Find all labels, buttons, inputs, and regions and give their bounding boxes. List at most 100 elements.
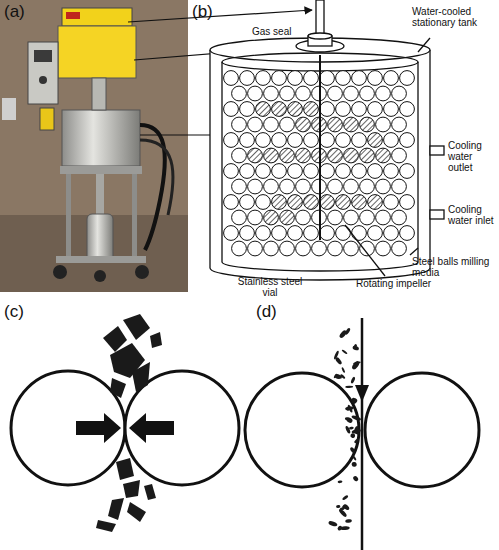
flake [336,505,341,508]
force-arrow [129,413,174,443]
flake [351,360,361,371]
steel-ball [288,226,303,241]
hose [140,125,165,250]
steel-ball [392,241,407,256]
frame-leg [132,174,137,259]
flake [351,462,357,468]
steel-ball [232,148,247,163]
steel-ball [288,164,303,179]
impeller-ball [368,195,383,210]
steel-ball [336,102,351,117]
steel-ball [368,102,383,117]
steel-ball [248,117,263,132]
steel-ball [256,226,271,241]
gas-seal [308,33,332,39]
flake [345,386,353,388]
leader-line [345,225,385,276]
flake [353,361,361,365]
flake [328,520,338,527]
impeller-ball [328,148,343,163]
steel-ball [376,210,391,225]
caster [135,265,149,279]
steel-ball [224,164,239,179]
flake [341,349,347,354]
steel-ball [352,102,367,117]
steel-ball [248,86,263,101]
steel-ball [264,179,279,194]
steel-ball [232,179,247,194]
particle [150,332,162,348]
steel-ball [344,241,359,256]
particle [123,314,150,340]
steel-ball [264,117,279,132]
flake [334,374,341,380]
steel-ball [368,226,383,241]
impeller-ball [280,148,295,163]
steel-ball [232,241,247,256]
steel-ball [392,210,407,225]
steel-ball [392,86,407,101]
steel-ball [304,226,319,241]
photo-background [0,0,188,292]
outlet-pipe [430,146,444,155]
part-label: Water-cooled stationary tank [412,6,496,28]
impeller-ball [304,102,319,117]
leader-line [418,38,430,52]
roll [245,373,359,487]
flake [338,329,347,339]
steel-ball [224,195,239,210]
steel-ball [384,102,399,117]
impeller-ball [352,195,367,210]
part-label: Cooling water inlet [448,204,498,226]
steel-ball [224,102,239,117]
shaft-housing [92,78,106,110]
wall-panel [2,98,16,120]
particles [328,327,362,531]
meter [40,108,54,130]
impeller-ball [360,148,375,163]
knob [39,76,47,84]
outlet-pipe [96,174,104,214]
steel-ball [296,86,311,101]
base-frame [56,256,146,263]
steel-ball [320,133,335,148]
flake [340,507,345,510]
impeller-ball [336,195,351,210]
particle [144,484,156,500]
steel-ball [360,86,375,101]
steel-ball [400,226,415,241]
impeller-ball [376,148,391,163]
flake [337,525,343,531]
steel-ball [288,133,303,148]
impeller-ball [296,148,311,163]
flake [335,356,343,365]
flake [351,415,361,422]
vessel [62,110,140,166]
steel-ball [232,210,247,225]
steel-ball [376,179,391,194]
steel-ball [280,241,295,256]
steel-ball [384,164,399,179]
steel-ball [368,164,383,179]
steel-ball [360,210,375,225]
steel-ball [312,241,327,256]
steel-ball [272,226,287,241]
flake [352,475,359,482]
flake [351,398,358,405]
steel-ball [272,164,287,179]
steel-ball [232,86,247,101]
hose [140,140,173,215]
flake [354,425,360,432]
steel-ball [232,117,247,132]
steel-ball [336,164,351,179]
steel-ball [240,195,255,210]
roll [365,373,479,487]
frame [60,166,142,174]
steel-ball [328,210,343,225]
steel-ball [336,71,351,86]
impeller-ball [288,102,303,117]
steel-ball [376,86,391,101]
steel-ball [376,117,391,132]
panel-letter: (a) [4,3,44,22]
